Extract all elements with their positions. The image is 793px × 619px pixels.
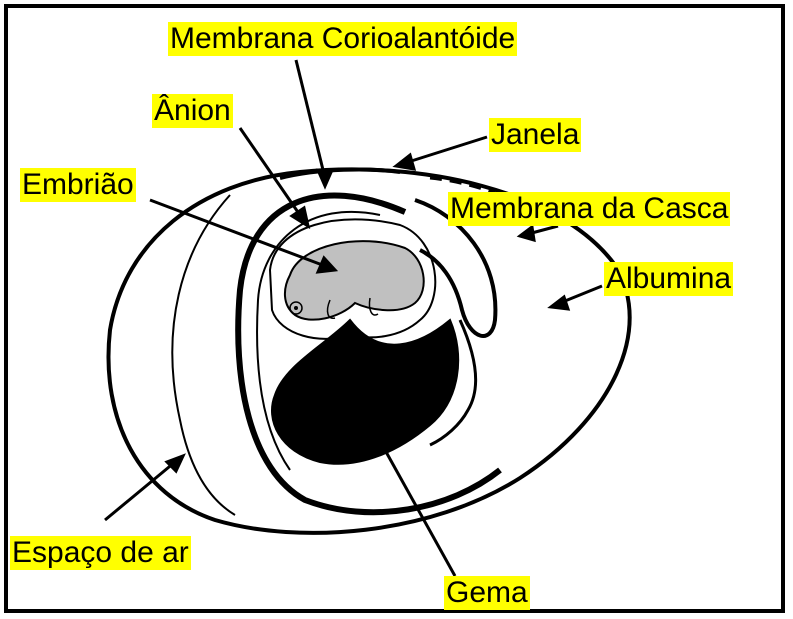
embryo-eye-pupil — [294, 306, 298, 310]
pointer-janela — [396, 137, 487, 169]
label-membrana-corioalantoide: Membrana Corioalantóide — [168, 22, 517, 56]
label-anion: Ânion — [152, 94, 233, 128]
pointer-membrana-casca — [520, 226, 558, 240]
label-gema: Gema — [444, 576, 530, 610]
label-espaco-de-ar: Espaço de ar — [10, 536, 191, 570]
pointer-espaco — [105, 456, 183, 520]
label-janela: Janela — [489, 118, 581, 152]
pointer-membrana-corio — [296, 60, 332, 186]
label-albumina: Albumina — [604, 262, 733, 296]
yolk-sac — [272, 320, 458, 464]
air-space-boundary — [172, 195, 235, 515]
label-embriao: Embrião — [20, 168, 136, 202]
pointer-albumina — [551, 286, 602, 309]
pointer-anion — [240, 128, 308, 226]
embryo — [285, 241, 424, 320]
label-membrana-da-casca: Membrana da Casca — [448, 192, 730, 226]
